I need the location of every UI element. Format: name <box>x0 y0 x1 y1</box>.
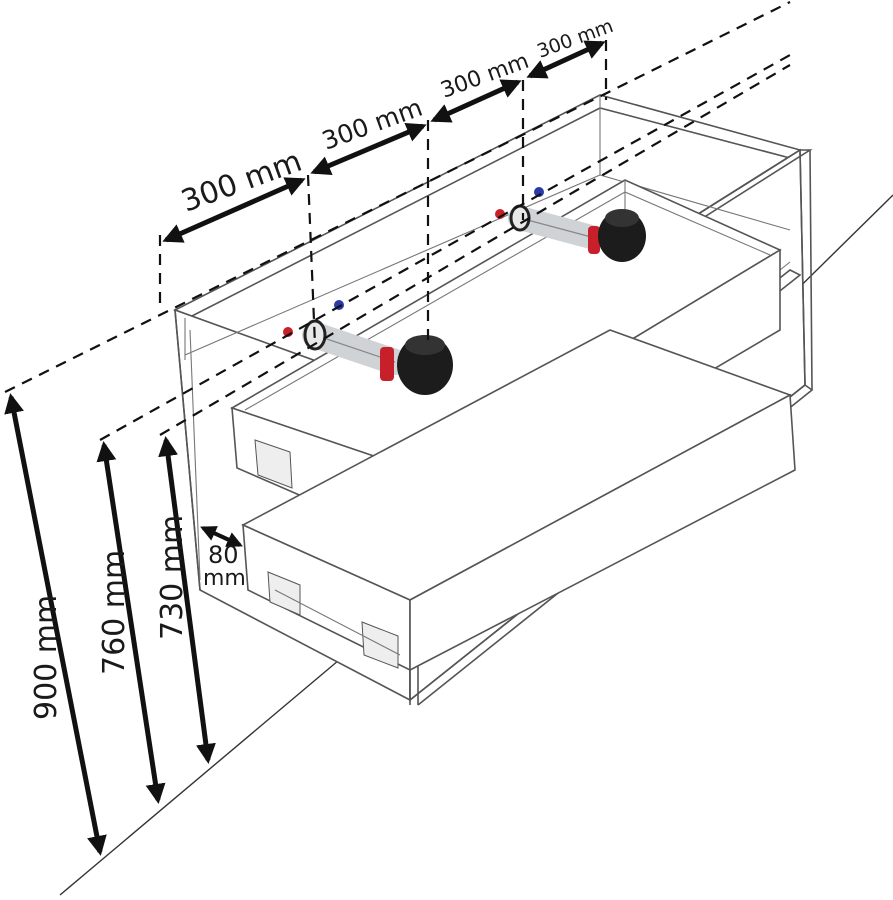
depth-label-value: 80 <box>208 541 239 569</box>
depth-arrow <box>200 526 243 547</box>
width-arrows <box>162 40 606 243</box>
dashed-reference-lines <box>4 1 791 441</box>
height-label-730: 730 mm <box>155 515 190 640</box>
siphon-right <box>495 187 646 262</box>
height-label-900: 900 mm <box>29 595 64 720</box>
lower-drawer <box>241 329 796 672</box>
height-arrows <box>4 393 216 856</box>
depth-label-unit: mm <box>203 566 246 591</box>
height-label-760: 760 mm <box>97 550 132 675</box>
